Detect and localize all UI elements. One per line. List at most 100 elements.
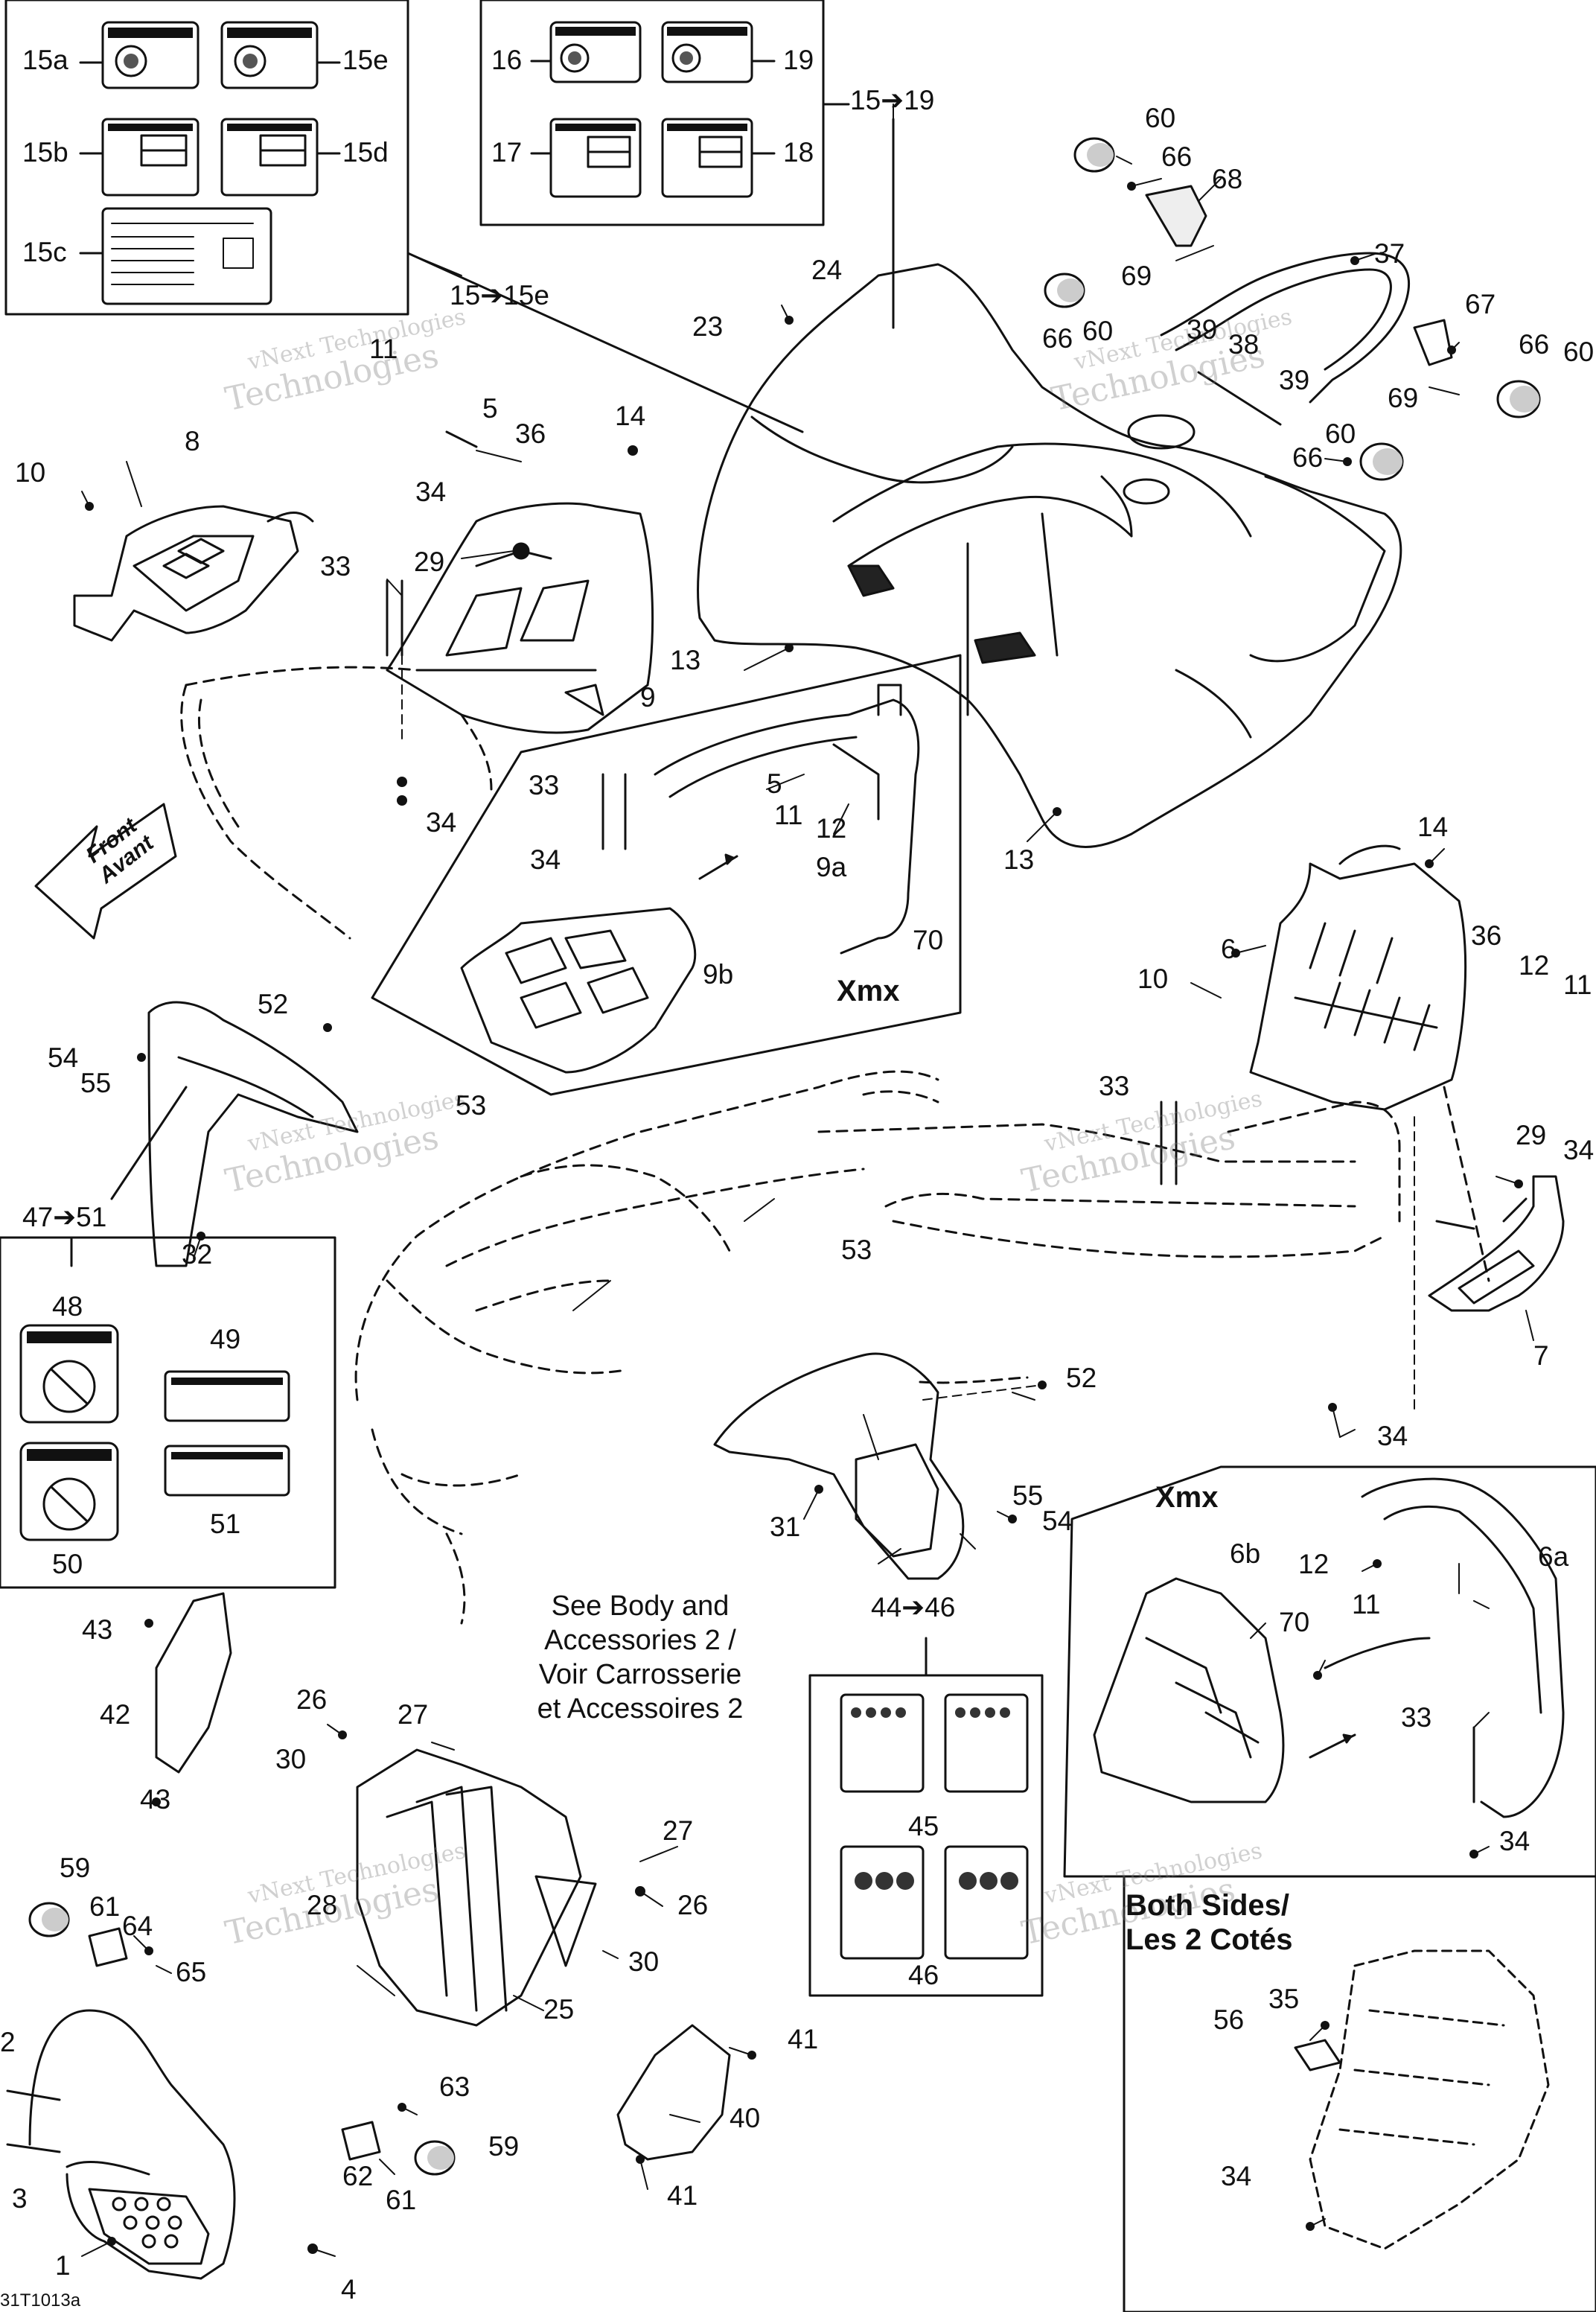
callout-34e[interactable]: 34 — [1377, 1421, 1408, 1451]
callout-1[interactable]: 1 — [55, 2250, 71, 2281]
callout-11d[interactable]: 11 — [1352, 1589, 1381, 1620]
callout-39b[interactable]: 39 — [1279, 365, 1310, 395]
callout-41a[interactable]: 41 — [788, 2024, 819, 2054]
callout-2[interactable]: 2 — [0, 2027, 16, 2057]
callout-12c[interactable]: 12 — [1298, 1549, 1330, 1579]
callout-15a[interactable]: 15a — [22, 45, 68, 75]
callout-66d[interactable]: 66 — [1292, 442, 1324, 473]
callout-60b[interactable]: 60 — [1082, 316, 1114, 346]
callout-33b[interactable]: 33 — [529, 770, 560, 800]
callout-60a[interactable]: 60 — [1145, 103, 1176, 133]
callout-41b[interactable]: 41 — [667, 2180, 698, 2211]
callout-52a[interactable]: 52 — [258, 989, 289, 1019]
callout-68[interactable]: 68 — [1212, 164, 1243, 194]
callout-33c[interactable]: 33 — [1099, 1071, 1130, 1101]
callout-53b[interactable]: 53 — [841, 1235, 872, 1265]
callout-8[interactable]: 8 — [185, 426, 200, 456]
callout-49[interactable]: 49 — [210, 1324, 241, 1354]
callout-6a[interactable]: 6a — [1538, 1541, 1569, 1572]
callout-44-46[interactable]: 44➔46 — [871, 1592, 956, 1622]
callout-54a[interactable]: 54 — [48, 1042, 79, 1073]
callout-56[interactable]: 56 — [1213, 2004, 1245, 2035]
callout-54b[interactable]: 54 — [1042, 1506, 1073, 1536]
callout-15c[interactable]: 15c — [22, 237, 67, 267]
callout-64[interactable]: 64 — [122, 1911, 153, 1941]
callout-47-51[interactable]: 47➔51 — [22, 1202, 107, 1232]
callout-15b[interactable]: 15b — [22, 137, 68, 168]
callout-13a[interactable]: 13 — [670, 645, 701, 675]
callout-26b[interactable]: 26 — [677, 1890, 709, 1920]
callout-34g[interactable]: 34 — [1221, 2161, 1252, 2191]
callout-32[interactable]: 32 — [182, 1239, 213, 1270]
callout-7[interactable]: 7 — [1533, 1340, 1549, 1371]
callout-15d[interactable]: 15d — [342, 137, 389, 168]
callout-52b[interactable]: 52 — [1066, 1363, 1097, 1393]
callout-34a[interactable]: 34 — [415, 477, 447, 507]
callout-62[interactable]: 62 — [342, 2161, 374, 2191]
callout-46[interactable]: 46 — [908, 1960, 939, 1990]
callout-10b[interactable]: 10 — [1137, 964, 1169, 994]
callout-67[interactable]: 67 — [1465, 289, 1496, 319]
callout-60c[interactable]: 60 — [1563, 337, 1595, 367]
callout-4[interactable]: 4 — [341, 2274, 357, 2305]
callout-24[interactable]: 24 — [811, 255, 843, 285]
callout-30a[interactable]: 30 — [275, 1744, 307, 1774]
callout-42[interactable]: 42 — [100, 1699, 131, 1730]
callout-39a[interactable]: 39 — [1187, 314, 1218, 345]
callout-59b[interactable]: 59 — [488, 2131, 520, 2162]
callout-43b[interactable]: 43 — [140, 1784, 171, 1815]
callout-27b[interactable]: 27 — [663, 1815, 694, 1846]
callout-29b[interactable]: 29 — [1516, 1120, 1547, 1150]
callout-16[interactable]: 16 — [491, 45, 523, 75]
callout-3[interactable]: 3 — [12, 2183, 28, 2214]
callout-15-15e[interactable]: 15➔15e — [450, 280, 549, 311]
callout-69b[interactable]: 69 — [1388, 383, 1419, 413]
callout-38[interactable]: 38 — [1228, 329, 1260, 360]
callout-5a[interactable]: 5 — [482, 393, 498, 424]
callout-33a[interactable]: 33 — [320, 551, 351, 582]
callout-70a[interactable]: 70 — [913, 925, 944, 955]
callout-11c[interactable]: 11 — [1563, 969, 1592, 1000]
callout-60d[interactable]: 60 — [1325, 418, 1356, 449]
callout-34f[interactable]: 34 — [1499, 1826, 1530, 1856]
callout-53a[interactable]: 53 — [456, 1090, 487, 1121]
callout-66c[interactable]: 66 — [1519, 329, 1550, 360]
callout-45[interactable]: 45 — [908, 1811, 939, 1841]
callout-34c[interactable]: 34 — [530, 844, 561, 875]
callout-48[interactable]: 48 — [52, 1291, 83, 1322]
callout-11b[interactable]: 11 — [774, 800, 803, 830]
callout-59a[interactable]: 59 — [60, 1853, 91, 1883]
callout-12a[interactable]: 12 — [816, 813, 847, 844]
callout-9[interactable]: 9 — [640, 682, 656, 713]
callout-40[interactable]: 40 — [730, 2103, 761, 2133]
callout-65[interactable]: 65 — [176, 1957, 207, 1987]
callout-50[interactable]: 50 — [52, 1549, 83, 1579]
callout-70b[interactable]: 70 — [1279, 1607, 1310, 1637]
callout-19[interactable]: 19 — [783, 45, 814, 75]
callout-36a[interactable]: 36 — [515, 418, 546, 449]
callout-10a[interactable]: 10 — [15, 457, 46, 488]
callout-13b[interactable]: 13 — [1003, 844, 1035, 875]
callout-6b[interactable]: 6b — [1230, 1538, 1261, 1569]
callout-14b[interactable]: 14 — [1417, 812, 1449, 842]
callout-69a[interactable]: 69 — [1121, 261, 1152, 291]
callout-34b[interactable]: 34 — [426, 807, 457, 838]
callout-28[interactable]: 28 — [307, 1890, 338, 1920]
callout-29a[interactable]: 29 — [414, 547, 445, 577]
callout-15-19[interactable]: 15➔19 — [850, 85, 935, 115]
callout-43a[interactable]: 43 — [82, 1614, 113, 1645]
callout-6[interactable]: 6 — [1221, 934, 1236, 964]
callout-55a[interactable]: 55 — [80, 1068, 112, 1098]
callout-33d[interactable]: 33 — [1401, 1702, 1432, 1733]
callout-55b[interactable]: 55 — [1012, 1480, 1044, 1511]
callout-36b[interactable]: 36 — [1471, 920, 1502, 951]
callout-61a[interactable]: 61 — [89, 1891, 121, 1922]
callout-5b[interactable]: 5 — [767, 768, 782, 799]
callout-66b[interactable]: 66 — [1042, 323, 1073, 354]
callout-31[interactable]: 31 — [770, 1512, 801, 1542]
callout-27a[interactable]: 27 — [398, 1699, 429, 1730]
callout-9a[interactable]: 9a — [816, 852, 847, 882]
callout-51[interactable]: 51 — [210, 1509, 241, 1539]
callout-9b[interactable]: 9b — [703, 959, 734, 990]
callout-15e[interactable]: 15e — [342, 45, 389, 75]
